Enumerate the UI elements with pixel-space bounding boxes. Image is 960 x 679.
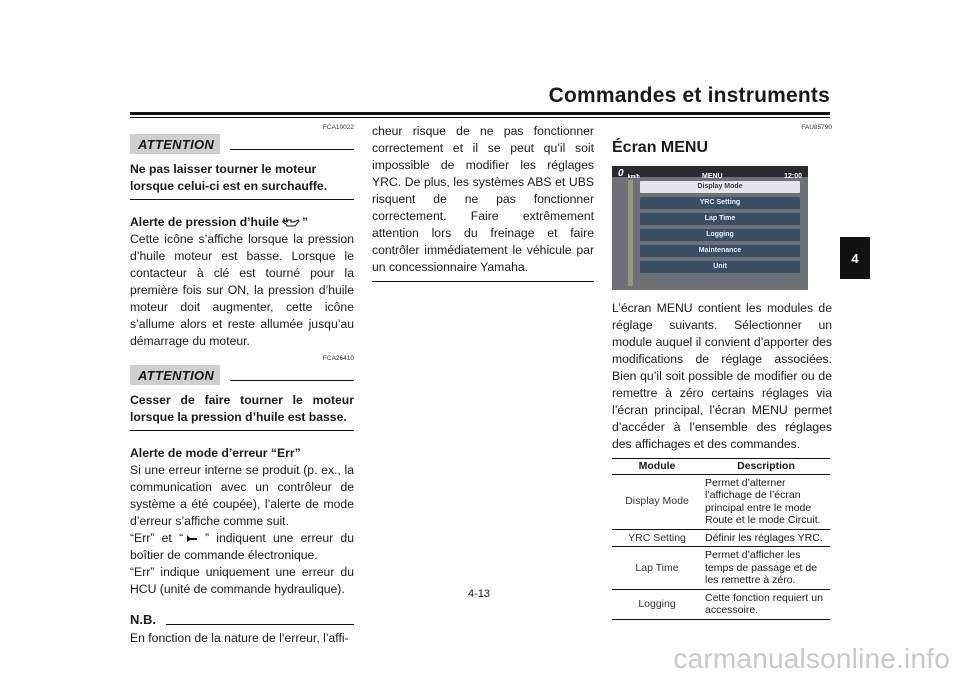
table-header-module: Module [612, 458, 702, 475]
right-column: FAU85790 Écran MENU 0 km/h MENU 12:00 Di… [612, 123, 832, 620]
screen-menu-label: MENU [702, 173, 723, 180]
oil-can-icon [282, 219, 300, 227]
reference-code: FCA10022 [322, 124, 354, 131]
attention-badge: ATTENTION [130, 134, 221, 154]
menu-item-lap-time: Lap Time [640, 213, 800, 225]
menu-screen-illustration: 0 km/h MENU 12:00 Display Mode YRC Setti… [612, 166, 808, 290]
middle-column: cheur risque de ne pas fonctionner corre… [372, 123, 594, 282]
error-mode-body: Si une erreur interne se produit (p. ex.… [130, 463, 354, 528]
screen-speed: 0 [618, 168, 624, 179]
watermark: carmanualsonline.info [673, 643, 950, 674]
table-row: YRC Setting Définir les réglages YRC. [612, 529, 830, 547]
section-title: Écran MENU [612, 139, 709, 156]
reference-code: FAU85790 [801, 124, 832, 131]
error-mode-ecu: “Err” et “ ” indiquent une erreur du boî… [130, 530, 354, 564]
attention-text: Cesser de faire tourner le moteur lorsqu… [130, 392, 354, 431]
table-cell-description: Permet d’afficher les temps de passage e… [702, 546, 830, 590]
nb-body-continued: cheur risque de ne pas fonctionner corre… [372, 124, 594, 274]
table-cell-module: Logging [612, 589, 702, 620]
menu-item-display-mode: Display Mode [640, 181, 800, 193]
table-row: Lap Time Permet d’afficher les temps de … [612, 546, 830, 590]
menu-item-yrc-setting: YRC Setting [640, 197, 800, 209]
nb-header: N.B. [130, 608, 354, 630]
screen-status-bar: 0 km/h MENU 12:00 [612, 166, 808, 180]
section-end-rule [372, 281, 594, 282]
oil-pressure-heading: Alerte de pression d’huile “ ” [130, 214, 354, 231]
modules-table: Module Description Display Mode Permet d… [612, 458, 830, 620]
nb-label: N.B. [130, 611, 156, 627]
wrench-icon [187, 535, 197, 542]
table-cell-module: YRC Setting [612, 529, 702, 547]
header-rule-thin [130, 117, 830, 118]
oil-pressure-heading-text: Alerte de pression d’huile “ ” [130, 215, 309, 229]
screen-clock: 12:00 [784, 173, 802, 180]
error-mode-heading: Alerte de mode d’erreur “Err” [130, 446, 301, 460]
table-row: Display Mode Permet d’alterner l’afficha… [612, 474, 830, 530]
nb-rule [166, 623, 354, 625]
table-header-description: Description [702, 458, 830, 475]
left-column: FCA10022 ATTENTION Ne pas laisser tourne… [130, 123, 354, 647]
menu-item-unit: Unit [640, 261, 800, 273]
table-cell-description: Permet d’alterner l’affichage de l’écran… [702, 474, 830, 530]
reference-code: FCA26410 [322, 355, 354, 362]
header-rule [130, 112, 830, 115]
menu-screen-body: L’écran MENU contient les modules de rég… [612, 301, 832, 451]
attention-rule [230, 379, 354, 381]
menu-item-logging: Logging [640, 229, 800, 241]
attention-badge: ATTENTION [130, 365, 221, 385]
menu-item-maintenance: Maintenance [640, 245, 800, 257]
attention-text: Ne pas laisser tourner le moteur lorsque… [130, 161, 354, 200]
table-row: Logging Cette fonction requiert un acces… [612, 589, 830, 620]
attention-header: ATTENTION [130, 133, 354, 155]
chapter-tab: 4 [840, 237, 870, 279]
screen-speed-unit: km/h [628, 174, 640, 180]
error-mode-ecu-text: “Err” et “ ” indiquent une erreur du boî… [130, 531, 354, 562]
table-cell-module: Lap Time [612, 546, 702, 590]
page-header-title: Commandes et instruments [548, 84, 830, 107]
table-header-row: Module Description [612, 458, 830, 475]
error-mode-hcu: “Err” indique uniquement une erreur du H… [130, 565, 354, 596]
table-cell-description: Cette fonction requiert un accessoire. [702, 589, 830, 620]
table-cell-description: Définir les réglages YRC. [702, 529, 830, 547]
attention-rule [230, 148, 354, 150]
oil-pressure-body: Cette icône s’affiche lorsque la pressio… [130, 232, 354, 348]
attention-header: ATTENTION [130, 364, 354, 386]
page-number: 4-13 [468, 588, 491, 600]
nb-body: En fonction de la nature de l’erreur, l’… [130, 631, 349, 645]
table-cell-module: Display Mode [612, 474, 702, 530]
screen-scroll-indicator [628, 180, 633, 286]
